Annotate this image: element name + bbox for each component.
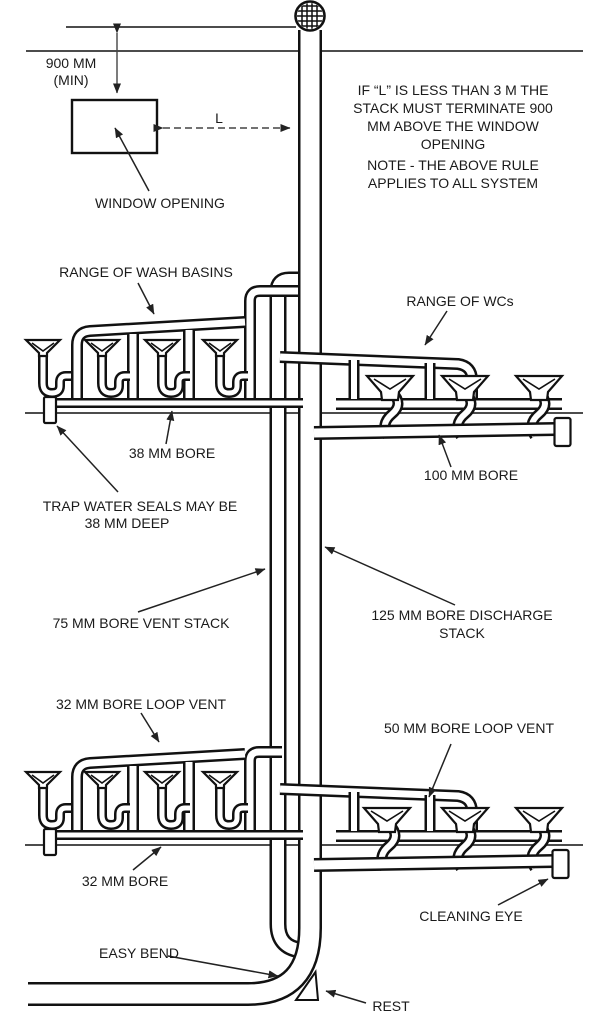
label-125mm-discharge-line2: STACK bbox=[439, 625, 485, 641]
basin-trap bbox=[40, 354, 71, 396]
label-32mm-loop-vent: 32 MM BORE LOOP VENT bbox=[56, 696, 227, 712]
rest-support-triangle bbox=[294, 969, 320, 1001]
label-32mm-bore: 32 MM BORE bbox=[82, 873, 168, 889]
label-trap-seals-line1: TRAP WATER SEALS MAY BE bbox=[43, 498, 238, 514]
arrow-50mm-loop-vent bbox=[428, 743, 452, 798]
upper-basin-loop-pipe bbox=[73, 318, 246, 404]
basin-trap bbox=[99, 354, 130, 396]
wash-basin bbox=[142, 338, 182, 358]
lower-basin-branch-cap bbox=[42, 827, 58, 857]
arrow-discharge-stack bbox=[324, 546, 456, 606]
label-range-wcs: RANGE OF WCs bbox=[406, 293, 513, 309]
lower-loop-vent-riser bbox=[246, 748, 282, 834]
label-l: L bbox=[215, 110, 223, 126]
basin-trap bbox=[99, 786, 130, 828]
discharge-stack-pipe bbox=[28, 30, 320, 1004]
basin-trap bbox=[217, 354, 248, 396]
arrow-38mm-bore bbox=[165, 410, 175, 445]
lower-wc-branch-100mm bbox=[313, 856, 555, 870]
arrow-range-wcs bbox=[424, 310, 448, 346]
arrow-range-wash-basins bbox=[137, 282, 155, 315]
wc-bowl bbox=[513, 806, 565, 834]
lower-basin-bowls bbox=[23, 770, 240, 790]
arrow-32mm-bore bbox=[132, 846, 162, 871]
wash-basin bbox=[200, 338, 240, 358]
labels: 900 MM (MIN) L IF “L” IS LESS THAN 3 M T… bbox=[43, 55, 555, 1014]
wash-basin bbox=[82, 338, 122, 358]
label-window-opening: WINDOW OPENING bbox=[95, 195, 225, 211]
label-rule-line2: STACK MUST TERMINATE 900 bbox=[353, 100, 553, 116]
arrow-cleaning-eye bbox=[497, 878, 549, 906]
basin-trap bbox=[217, 786, 248, 828]
arrow-32mm-loop-vent bbox=[140, 712, 160, 743]
upper-basin-branch-cap bbox=[42, 395, 58, 425]
arrow-easy-bend bbox=[167, 955, 279, 979]
label-38mm-bore: 38 MM BORE bbox=[129, 445, 215, 461]
wc-bowl bbox=[364, 374, 416, 402]
upper-loop-vent-riser bbox=[246, 287, 300, 404]
wash-basin bbox=[142, 770, 182, 790]
label-rule-line3: MM ABOVE THE WINDOW bbox=[367, 118, 539, 134]
label-note-line2: APPLIES TO ALL SYSTEM bbox=[368, 175, 538, 191]
label-rest: REST bbox=[372, 998, 410, 1014]
upper-basin-bowls bbox=[23, 338, 240, 358]
stack-vent-cage bbox=[294, 0, 326, 32]
basin-trap bbox=[40, 786, 71, 828]
label-900mm: 900 MM bbox=[46, 55, 97, 71]
arrow-trap-seals bbox=[56, 425, 119, 493]
upper-branch-access-cap bbox=[553, 416, 572, 448]
label-range-wash-basins: RANGE OF WASH BASINS bbox=[59, 264, 233, 280]
upper-basin-loop-vent bbox=[71, 316, 246, 404]
vent-stack-pipe bbox=[272, 274, 302, 956]
window-opening-rect bbox=[70, 98, 159, 155]
wc-bowl bbox=[439, 374, 491, 402]
upper-basin-traps bbox=[38, 354, 248, 398]
wc-bowl bbox=[439, 806, 491, 834]
label-trap-seals-line2: 38 MM DEEP bbox=[85, 515, 170, 531]
wc-bowl bbox=[513, 374, 565, 402]
arrow-rest bbox=[325, 989, 367, 1004]
label-100mm-bore: 100 MM BORE bbox=[424, 467, 518, 483]
upper-wc-branch-100mm bbox=[313, 424, 557, 438]
label-note-line1: NOTE - THE ABOVE RULE bbox=[367, 157, 539, 173]
annotation-arrows bbox=[56, 127, 549, 1004]
wash-basin bbox=[200, 770, 240, 790]
label-min: (MIN) bbox=[54, 72, 89, 88]
basin-trap bbox=[159, 786, 190, 828]
label-easy-bend: EASY BEND bbox=[99, 945, 179, 961]
basin-trap bbox=[159, 354, 190, 396]
wc-bowl bbox=[361, 806, 413, 834]
wash-basin bbox=[82, 770, 122, 790]
vent-cage-grid bbox=[297, 3, 323, 29]
lower-basin-traps bbox=[38, 786, 248, 830]
label-75mm-vent-stack: 75 MM BORE VENT STACK bbox=[53, 615, 231, 631]
arrow-window-opening bbox=[114, 127, 150, 192]
cleaning-eye-cap bbox=[551, 848, 570, 880]
lower-wc-bowls bbox=[361, 806, 565, 834]
arrow-vent-stack bbox=[137, 568, 266, 613]
lower-basin-loop-pipe bbox=[73, 750, 246, 836]
lower-basin-loop-vent bbox=[71, 748, 246, 836]
wash-basin bbox=[23, 770, 63, 790]
label-cleaning-eye: CLEANING EYE bbox=[419, 908, 522, 924]
label-125mm-discharge-line1: 125 MM BORE DISCHARGE bbox=[371, 607, 552, 623]
label-rule-line1: IF “L” IS LESS THAN 3 M THE bbox=[358, 82, 549, 98]
arrow-100mm-bore bbox=[438, 434, 452, 468]
label-50mm-loop-vent: 50 MM BORE LOOP VENT bbox=[384, 720, 555, 736]
upper-wc-bowls bbox=[364, 374, 565, 402]
label-rule-line4: OPENING bbox=[421, 136, 486, 152]
wash-basin bbox=[23, 338, 63, 358]
